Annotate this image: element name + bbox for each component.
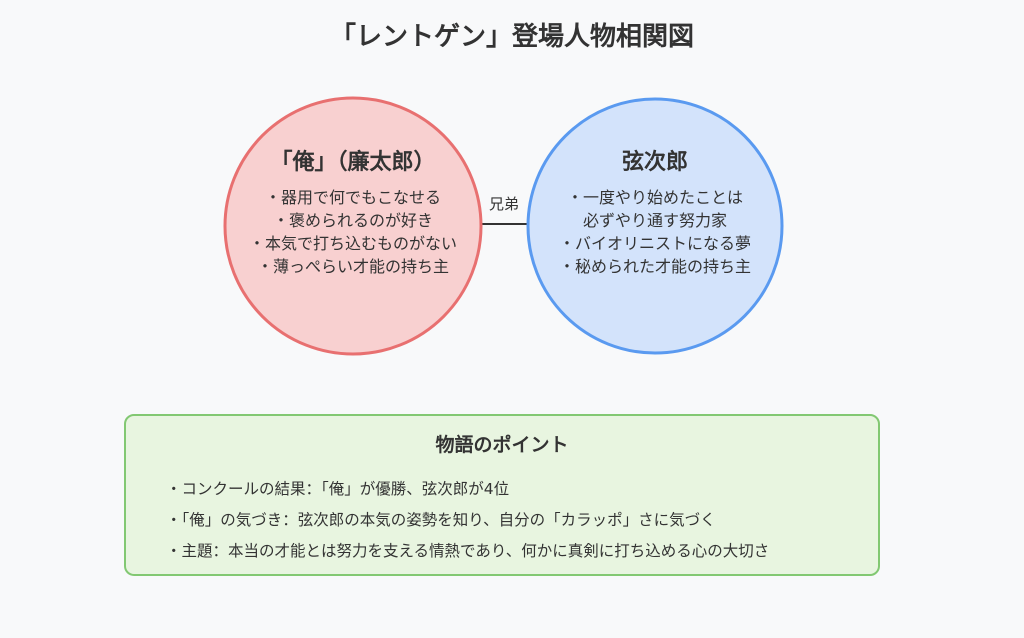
trait-item: ・秘められた才能の持ち主: [558, 257, 751, 276]
trait-item: ・褒められるのが好き: [272, 211, 433, 230]
trait-item: 必ずやり通す努力家: [582, 211, 727, 230]
right-character: 弦次郎 ・一度やり始めたことは 必ずやり通す努力家 ・バイオリニストになる夢 ・…: [530, 148, 780, 278]
story-points-list: ・コンクールの結果：「俺」が優勝、弦次郎が4位 ・「俺」の気づき：弦次郎の本気の…: [166, 474, 769, 567]
relation-label: 兄弟: [488, 195, 519, 213]
left-character-circle: [223, 96, 483, 356]
trait-item: ・バイオリニストになる夢: [558, 234, 751, 253]
left-character-name: 「俺」（廉太郎）: [270, 150, 436, 175]
diagram-title: 「レントゲン」登場人物相関図: [329, 22, 694, 52]
story-points-box: 物語のポイント ・コンクールの結果：「俺」が優勝、弦次郎が4位 ・「俺」の気づき…: [124, 414, 880, 576]
left-character-traits: ・器用で何でもこなせる ・褒められるのが好き ・本気で打ち込むものがない ・薄っ…: [228, 186, 478, 278]
story-points-title: 物語のポイント: [435, 434, 569, 456]
right-character-traits: ・一度やり始めたことは 必ずやり通す努力家 ・バイオリニストになる夢 ・秘められ…: [530, 186, 780, 278]
trait-item: ・本気で打ち込むものがない: [248, 234, 457, 253]
right-character-circle: [526, 97, 784, 355]
trait-item: ・器用で何でもこなせる: [264, 188, 441, 207]
story-point-item: ・コンクールの結果：「俺」が優勝、弦次郎が4位: [166, 480, 510, 498]
left-character: 「俺」（廉太郎） ・器用で何でもこなせる ・褒められるのが好き ・本気で打ち込む…: [228, 148, 478, 278]
right-character-name: 弦次郎: [621, 150, 688, 175]
story-point-item: ・「俺」の気づき：弦次郎の本気の姿勢を知り、自分の「カラッポ」さに気づく: [166, 511, 716, 529]
story-point-item: ・主題：本当の才能とは努力を支える情熱であり、何かに真剣に打ち込める心の大切さ: [166, 542, 770, 560]
trait-item: ・薄っぺらい才能の持ち主: [256, 257, 449, 276]
trait-item: ・一度やり始めたことは: [566, 188, 743, 207]
